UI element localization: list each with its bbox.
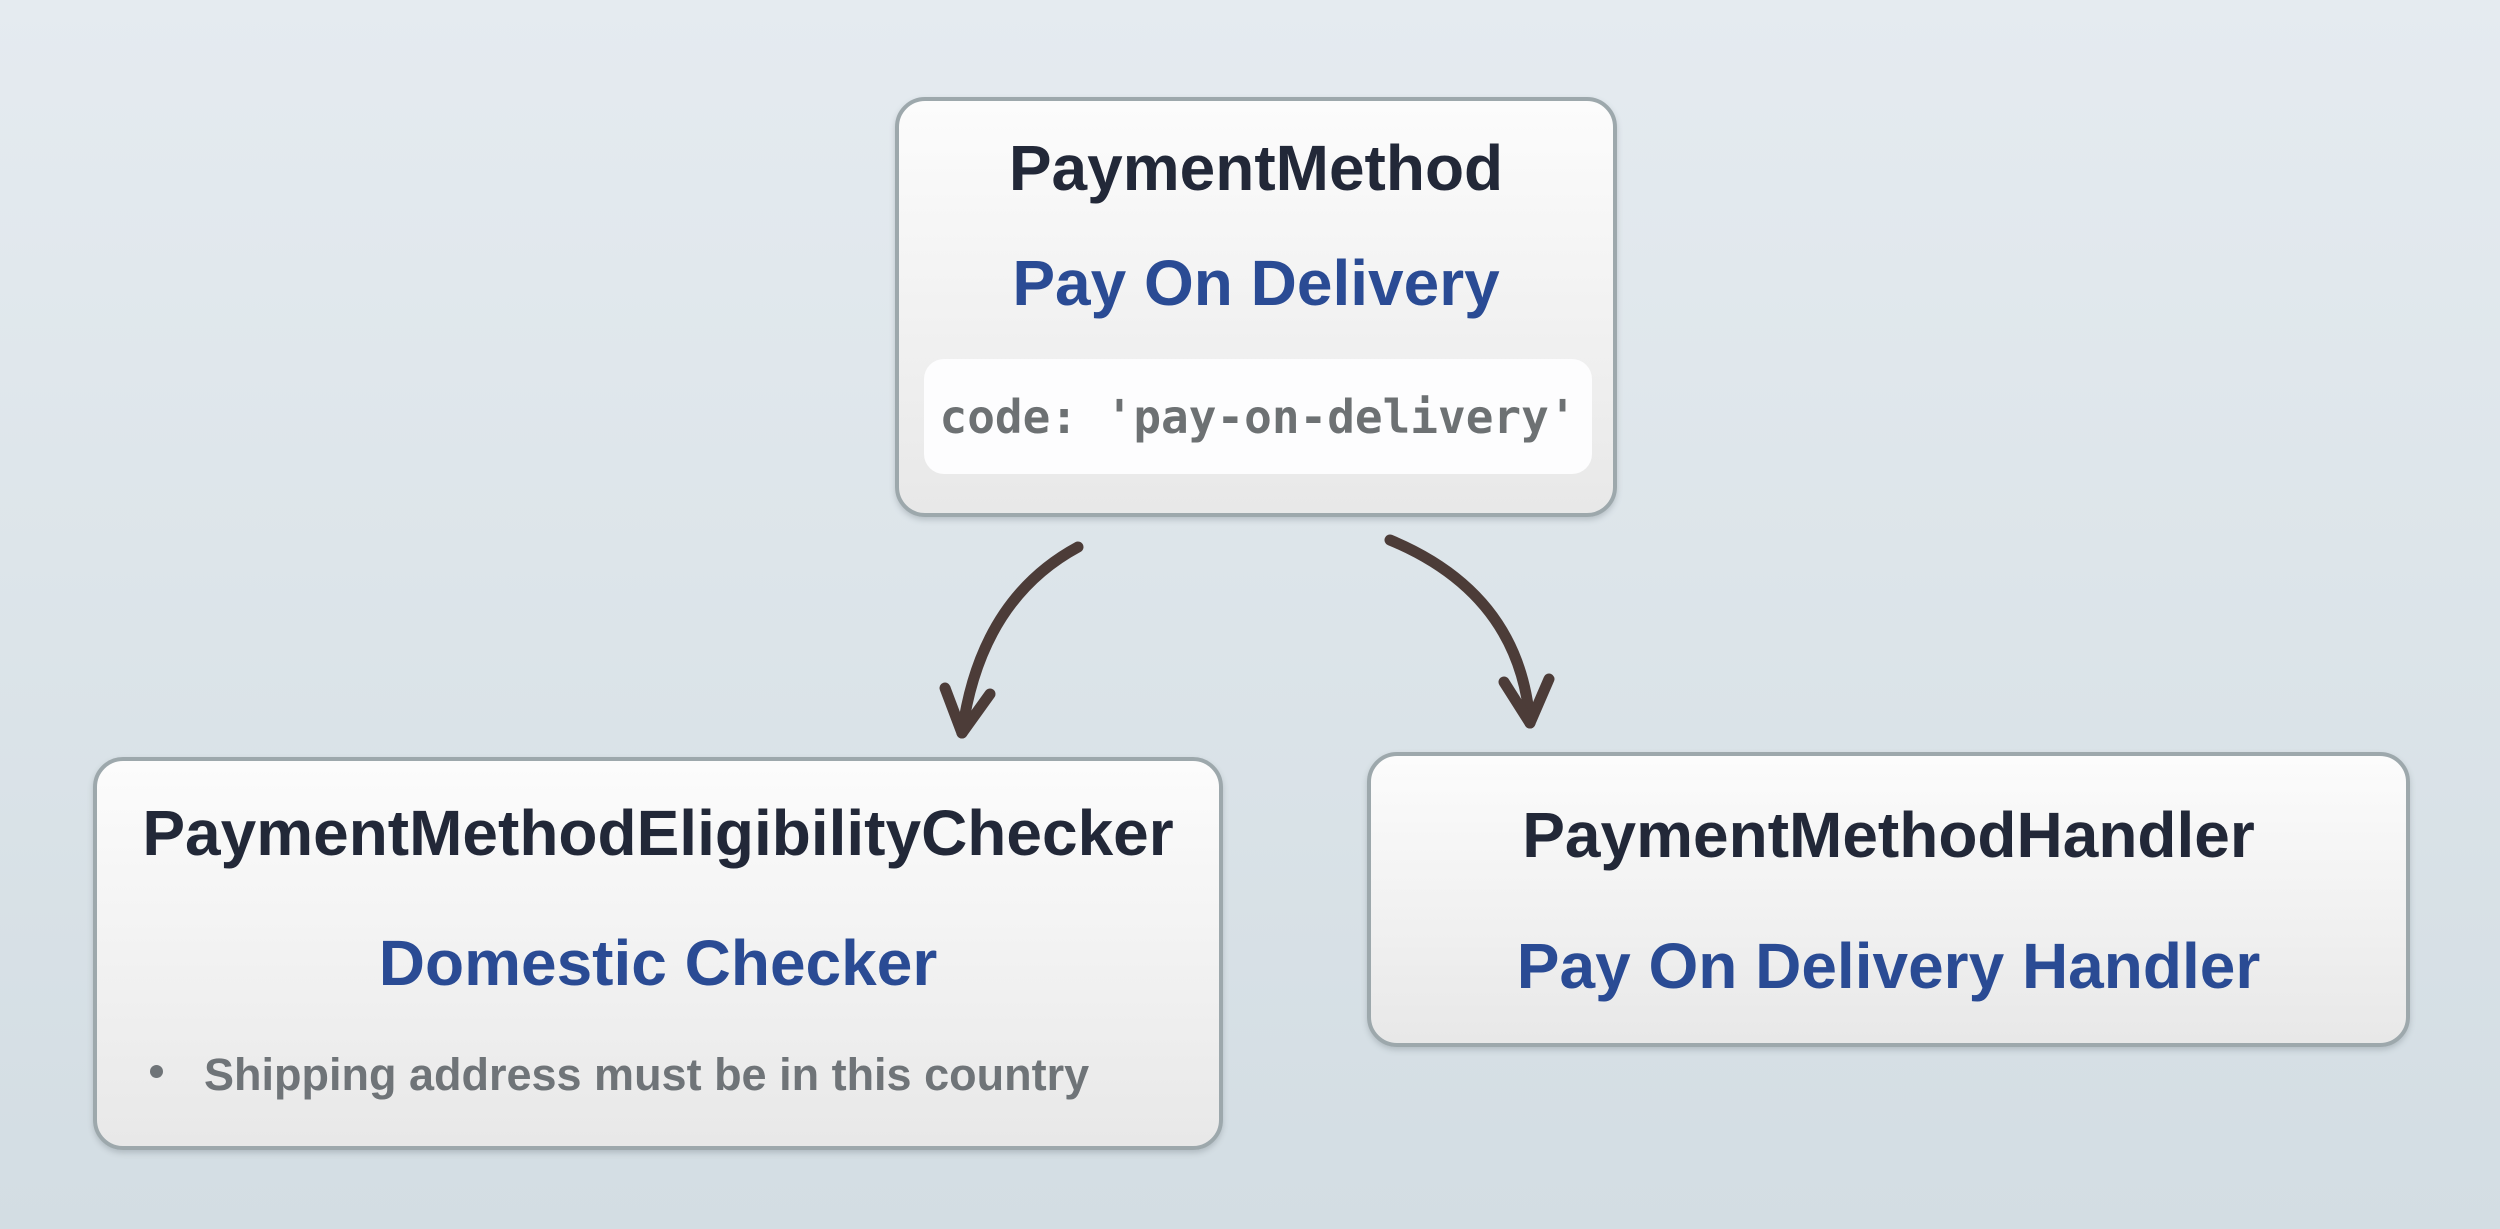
bullet-dot-icon — [150, 1065, 163, 1078]
node-handler: PaymentMethodHandler Pay On Delivery Han… — [1367, 752, 2410, 1047]
node-subtitle: Pay On Delivery Handler — [1516, 930, 2261, 1002]
code-chip: code: 'pay-on-delivery' — [924, 359, 1592, 474]
arrow-shaft — [1384, 534, 1536, 729]
node-subtitle: Domestic Checker — [378, 927, 938, 999]
arrow-to-eligibility-checker — [939, 541, 1084, 739]
code-text: code: 'pay-on-delivery' — [939, 389, 1577, 444]
bullet-text: Shipping address must be in this country — [204, 1049, 1090, 1100]
node-subtitle: Pay On Delivery — [1012, 247, 1500, 319]
arrow-to-handler — [1384, 534, 1555, 729]
arrow-shaft — [956, 541, 1084, 739]
node-title: PaymentMethodHandler — [1522, 799, 2255, 871]
node-title: PaymentMethod — [1008, 132, 1504, 204]
node-payment-method: PaymentMethod Pay On Delivery code: 'pay… — [895, 97, 1617, 517]
node-eligibility-checker: PaymentMethodEligibilityChecker Domestic… — [93, 757, 1223, 1150]
bullet-item: Shipping address must be in this country — [97, 1052, 1219, 1112]
arrowhead-icon — [939, 682, 996, 739]
node-title: PaymentMethodEligibilityChecker — [142, 797, 1174, 869]
arrowhead-icon — [1498, 673, 1555, 729]
